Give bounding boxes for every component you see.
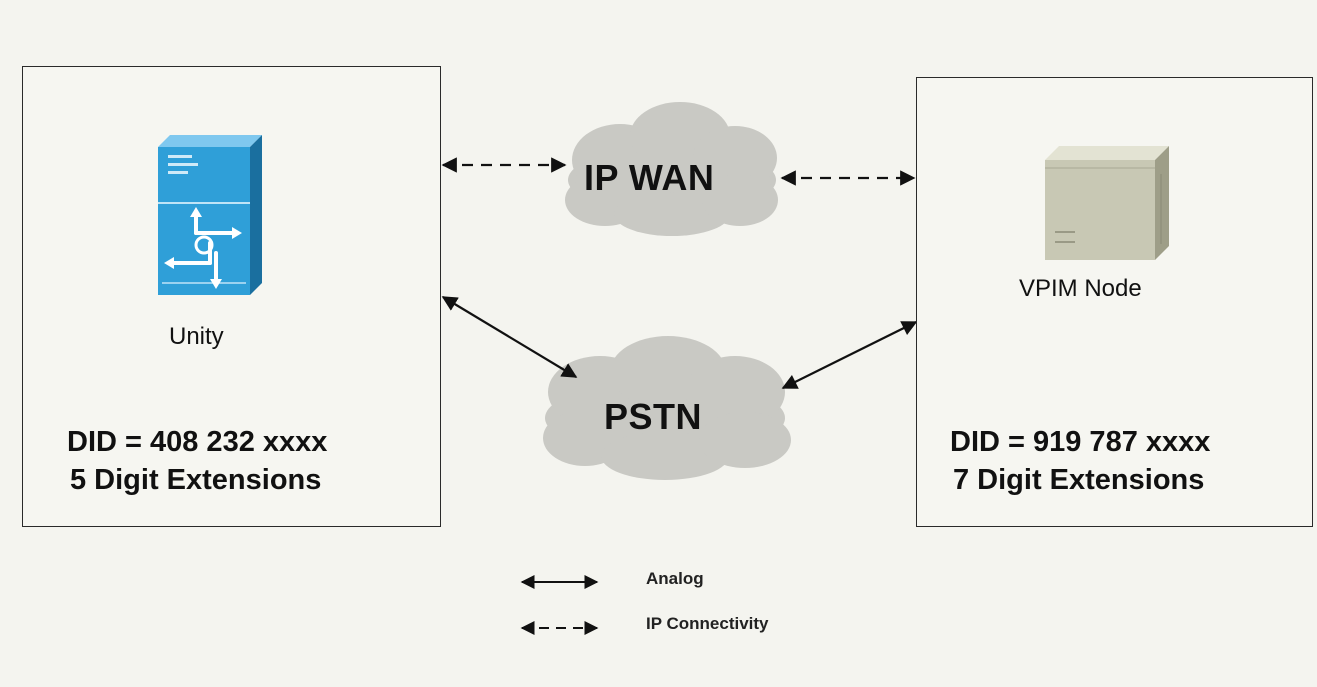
unity-did: DID = 408 232 xxxx xyxy=(67,426,328,458)
legend-analog-label: Analog xyxy=(646,569,704,588)
ip-wan-label: IP WAN xyxy=(584,157,715,198)
vpim-did: DID = 919 787 xxxx xyxy=(950,426,1211,458)
analog-link-unity-pstn xyxy=(441,296,578,378)
unity-label: Unity xyxy=(169,323,224,350)
vpim-site-box: VPIM Node DID = 919 787 xxxx 7 Digit Ext… xyxy=(916,77,1313,527)
vpim-label: VPIM Node xyxy=(1019,275,1142,302)
vpim-extensions: 7 Digit Extensions xyxy=(953,464,1205,496)
unity-site-box: Unity DID = 408 232 xxxx 5 Digit Extensi… xyxy=(22,66,441,527)
vpim-server-icon xyxy=(1045,146,1169,260)
unity-extensions: 5 Digit Extensions xyxy=(70,464,322,496)
pstn-label: PSTN xyxy=(604,396,703,437)
analog-link-pstn-vpim xyxy=(781,321,918,389)
ip-wan-cloud xyxy=(565,102,778,236)
legend-ip-label: IP Connectivity xyxy=(646,614,769,633)
unity-server-icon xyxy=(158,135,262,295)
